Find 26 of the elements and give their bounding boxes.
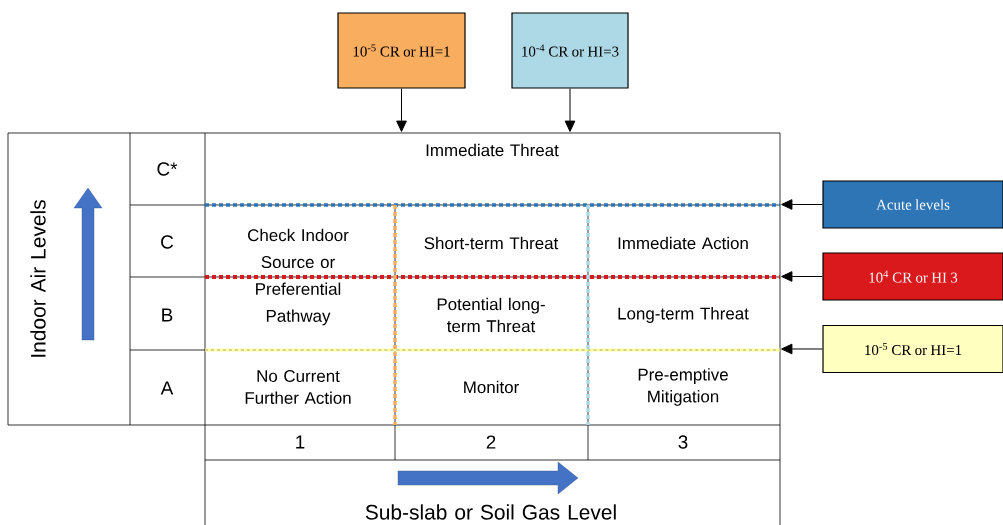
row-label: C xyxy=(161,235,174,249)
axis-title: Sub-slab or Soil Gas Level xyxy=(365,504,616,520)
cell-text: Immediate Action xyxy=(618,236,748,250)
threshold-box: 10$^{-4}$ CR or HI=3 xyxy=(511,12,629,89)
threshold-box: Acute levels xyxy=(822,180,1003,229)
arrow xyxy=(564,88,576,132)
matrix-box xyxy=(204,132,781,426)
arrow xyxy=(781,271,823,282)
cell-text: Potential long-term Threat xyxy=(437,297,545,333)
cell-text: Long-term Threat xyxy=(618,307,749,323)
arrow xyxy=(781,343,823,355)
cell-text: Immediate Threat xyxy=(426,143,559,157)
threshold-box: 10$^{-5}$ CR or HI=1 xyxy=(822,324,1003,374)
row-label: B xyxy=(162,308,173,322)
arrow xyxy=(781,199,823,210)
cell-text: Pre-emptive Mitigation xyxy=(638,368,728,406)
cell-text: Monitor xyxy=(464,380,519,394)
cell-text: Short-term Threat xyxy=(424,236,559,250)
cell-text: No Current Further Action xyxy=(245,370,351,404)
threshold-box: 10$^{-5}$ CR or HI=1 xyxy=(337,12,466,89)
row-label: C* xyxy=(157,162,178,176)
axis-title: Indoor Air Levels xyxy=(30,200,46,357)
threshold-box: 10$^{4}$ CR or HI 3 xyxy=(822,252,1003,301)
cell-text: Check Indoor Source or Preferential Pathway xyxy=(248,228,349,326)
arrow xyxy=(396,88,407,132)
row-label: A xyxy=(160,381,174,395)
